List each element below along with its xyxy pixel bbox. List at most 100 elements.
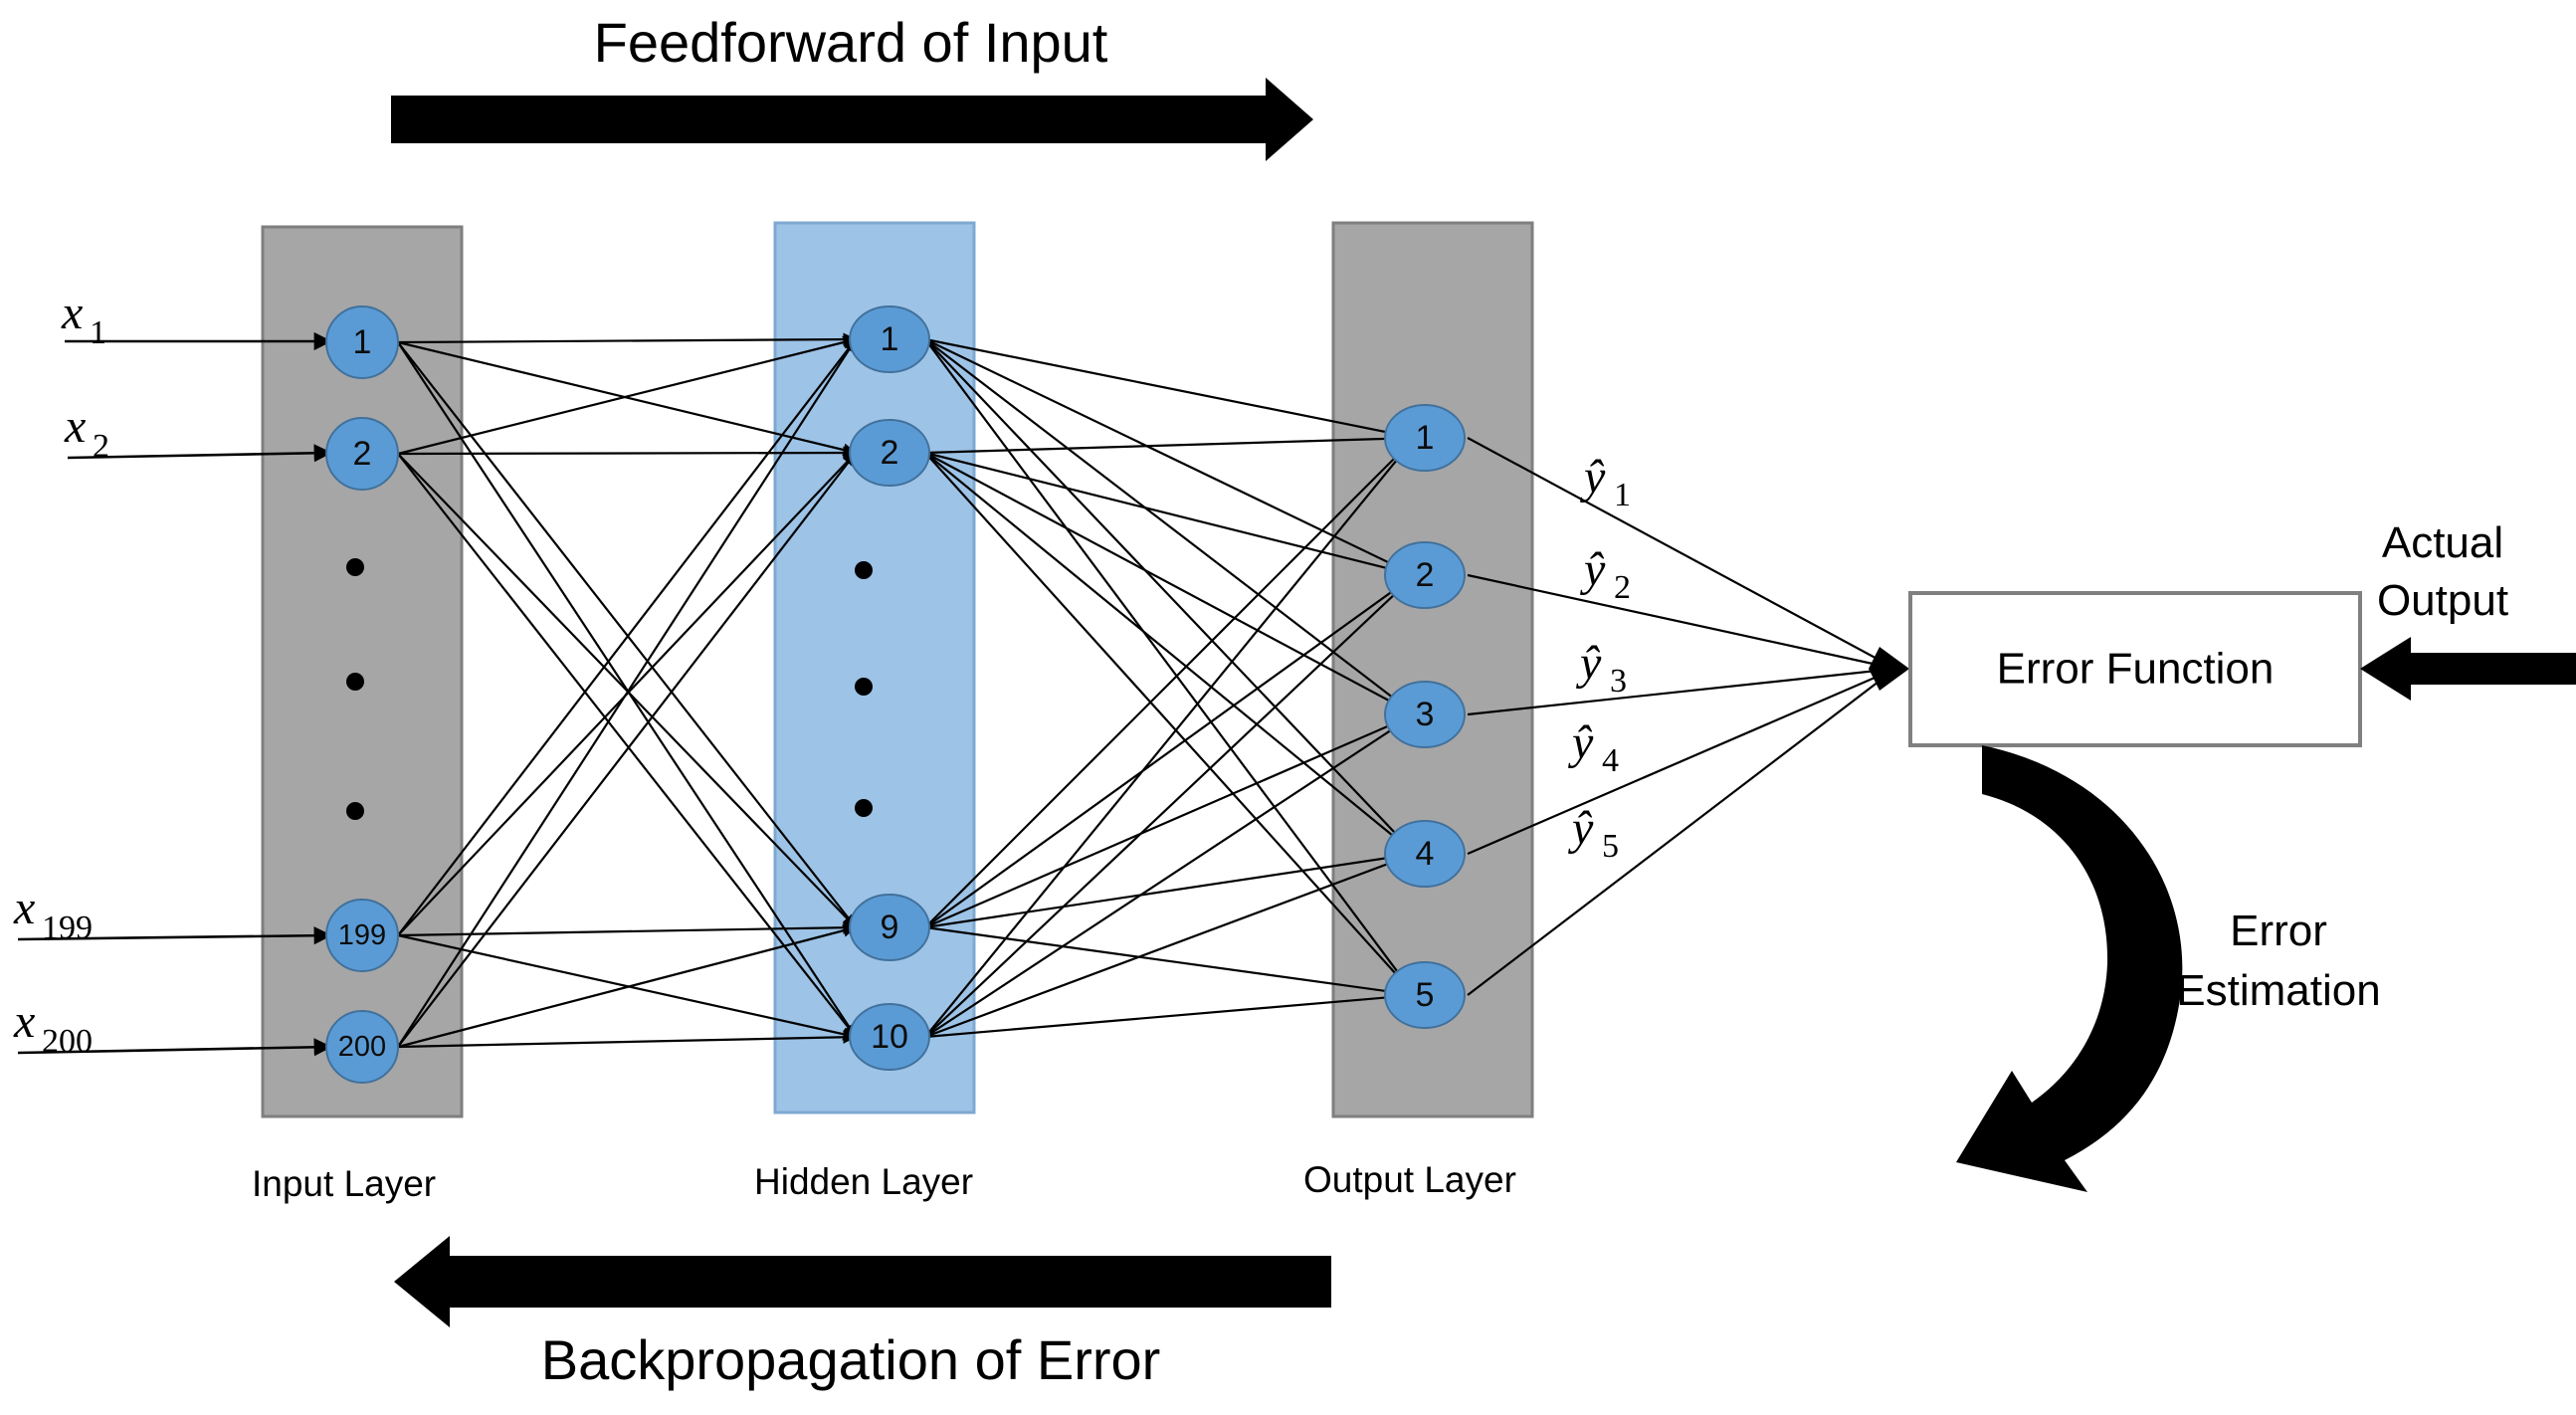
yhat5-symbol: ŷ (1567, 802, 1594, 855)
yhat2-symbol: ŷ (1579, 543, 1606, 596)
input-feed-arrows (17, 331, 332, 1057)
hidden-node: 2 (849, 419, 930, 487)
output-variable-label: ŷ 4 (1567, 716, 1619, 779)
actual-output-line1: Actual (2382, 518, 2503, 567)
error-estimation-line2: Estimation (2176, 966, 2380, 1015)
x199-symbol: x (13, 882, 35, 934)
yhat5-subscript: 5 (1602, 828, 1619, 865)
error-estimation-line1: Error (2230, 907, 2327, 955)
output-variable-labels: ŷ 1 ŷ 2 ŷ 3 ŷ 4 ŷ 5 (1567, 451, 1631, 865)
node-circle[interactable] (1384, 961, 1466, 1029)
output-to-error-connections (1467, 437, 1909, 996)
node-label: 2 (881, 434, 899, 472)
yhat1-subscript: 1 (1614, 477, 1631, 513)
node-circle[interactable] (1384, 404, 1466, 472)
node-circle[interactable] (1384, 541, 1466, 609)
hidden-layer-nodes: 1 2 9 10 (849, 305, 930, 1071)
x200-subscript: 200 (42, 1023, 93, 1060)
output-node: 1 (1384, 404, 1466, 472)
node-circle[interactable] (849, 305, 930, 373)
node-circle[interactable] (325, 899, 399, 972)
node-circle[interactable] (849, 894, 930, 961)
node-circle[interactable] (325, 305, 399, 379)
vertical-ellipsis-dot (855, 799, 873, 817)
feedforward-arrow-icon (391, 78, 1313, 161)
node-label: 199 (338, 919, 386, 951)
input-variable-label: x 200 (13, 995, 93, 1060)
node-label: 1 (881, 320, 899, 358)
hidden-to-output-connections (924, 337, 1416, 1039)
node-circle[interactable] (849, 1003, 930, 1071)
output-node: 3 (1384, 681, 1466, 748)
error-function-label: Error Function (1997, 645, 2275, 694)
feedforward-label: Feedforward of Input (594, 11, 1108, 74)
input-node: 200 (325, 1010, 399, 1084)
backpropagation-arrow-icon (394, 1236, 1331, 1327)
input-variable-labels: x 1 x 2 x 199 x 200 (13, 287, 109, 1060)
yhat1-symbol: ŷ (1579, 451, 1606, 504)
layer-captions: Input Layer Hidden Layer Output Layer (252, 1159, 1516, 1204)
yhat3-subscript: 3 (1610, 663, 1627, 700)
error-function-box[interactable] (1908, 591, 2362, 747)
node-label: 2 (1416, 556, 1435, 594)
actual-output-line2: Output (2377, 576, 2508, 625)
output-node: 5 (1384, 961, 1466, 1029)
node-circle[interactable] (849, 419, 930, 487)
node-label: 5 (1416, 976, 1435, 1014)
error-estimation-curved-arrow-icon (1956, 745, 2183, 1192)
node-label: 10 (871, 1018, 908, 1056)
node-circle[interactable] (1384, 820, 1466, 888)
actual-output-arrow-icon (2360, 637, 2576, 701)
vertical-ellipsis-dot (855, 561, 873, 579)
output-variable-label: ŷ 3 (1575, 637, 1627, 700)
node-circle[interactable] (1384, 681, 1466, 748)
yhat2-subscript: 2 (1614, 569, 1631, 606)
node-label: 4 (1416, 835, 1435, 873)
output-layer-panel (1331, 221, 1534, 1118)
x2-subscript: 2 (93, 428, 109, 465)
input-node: 2 (325, 417, 399, 491)
vertical-ellipsis-dot (346, 802, 364, 820)
x200-symbol: x (13, 995, 35, 1048)
node-circle[interactable] (325, 417, 399, 491)
x2-symbol: x (64, 400, 86, 453)
input-node: 199 (325, 899, 399, 972)
error-estimation-group: Error Estimation (1956, 745, 2381, 1192)
vertical-ellipsis-dot (346, 673, 364, 691)
output-variable-label: ŷ 2 (1579, 543, 1631, 606)
input-layer-nodes: 1 2 199 200 (325, 305, 399, 1084)
input-node: 1 (325, 305, 399, 379)
vertical-ellipsis-dot (346, 558, 364, 576)
actual-output-group: Actual Output (2360, 518, 2576, 701)
hidden-node: 10 (849, 1003, 930, 1071)
x1-symbol: x (61, 287, 83, 339)
x199-subscript: 199 (42, 910, 93, 946)
backpropagation-banner: Backpropagation of Error (394, 1236, 1331, 1391)
x1-subscript: 1 (90, 314, 106, 351)
output-node: 2 (1384, 541, 1466, 609)
backpropagation-label: Backpropagation of Error (541, 1328, 1161, 1391)
input-variable-label: x 199 (13, 882, 93, 946)
error-input-arrowhead-icon (1869, 647, 1909, 691)
node-label: 9 (881, 909, 899, 946)
node-label: 1 (353, 323, 372, 361)
yhat4-symbol: ŷ (1567, 716, 1594, 769)
input-variable-label: x 1 (61, 287, 106, 351)
yhat4-subscript: 4 (1602, 742, 1619, 779)
output-layer-caption: Output Layer (1303, 1159, 1516, 1200)
output-node: 4 (1384, 820, 1466, 888)
hidden-layer-caption: Hidden Layer (754, 1161, 973, 1202)
output-variable-label: ŷ 5 (1567, 802, 1619, 865)
input-layer-caption: Input Layer (252, 1163, 436, 1204)
node-label: 200 (338, 1031, 386, 1063)
yhat3-symbol: ŷ (1575, 637, 1602, 690)
input-to-hidden-connections (397, 332, 857, 1049)
feedforward-banner: Feedforward of Input (391, 11, 1313, 161)
error-function-group[interactable]: Error Function (1908, 591, 2362, 747)
hidden-node: 1 (849, 305, 930, 373)
node-circle[interactable] (325, 1010, 399, 1084)
node-label: 1 (1416, 419, 1435, 457)
input-variable-label: x 2 (64, 400, 109, 465)
